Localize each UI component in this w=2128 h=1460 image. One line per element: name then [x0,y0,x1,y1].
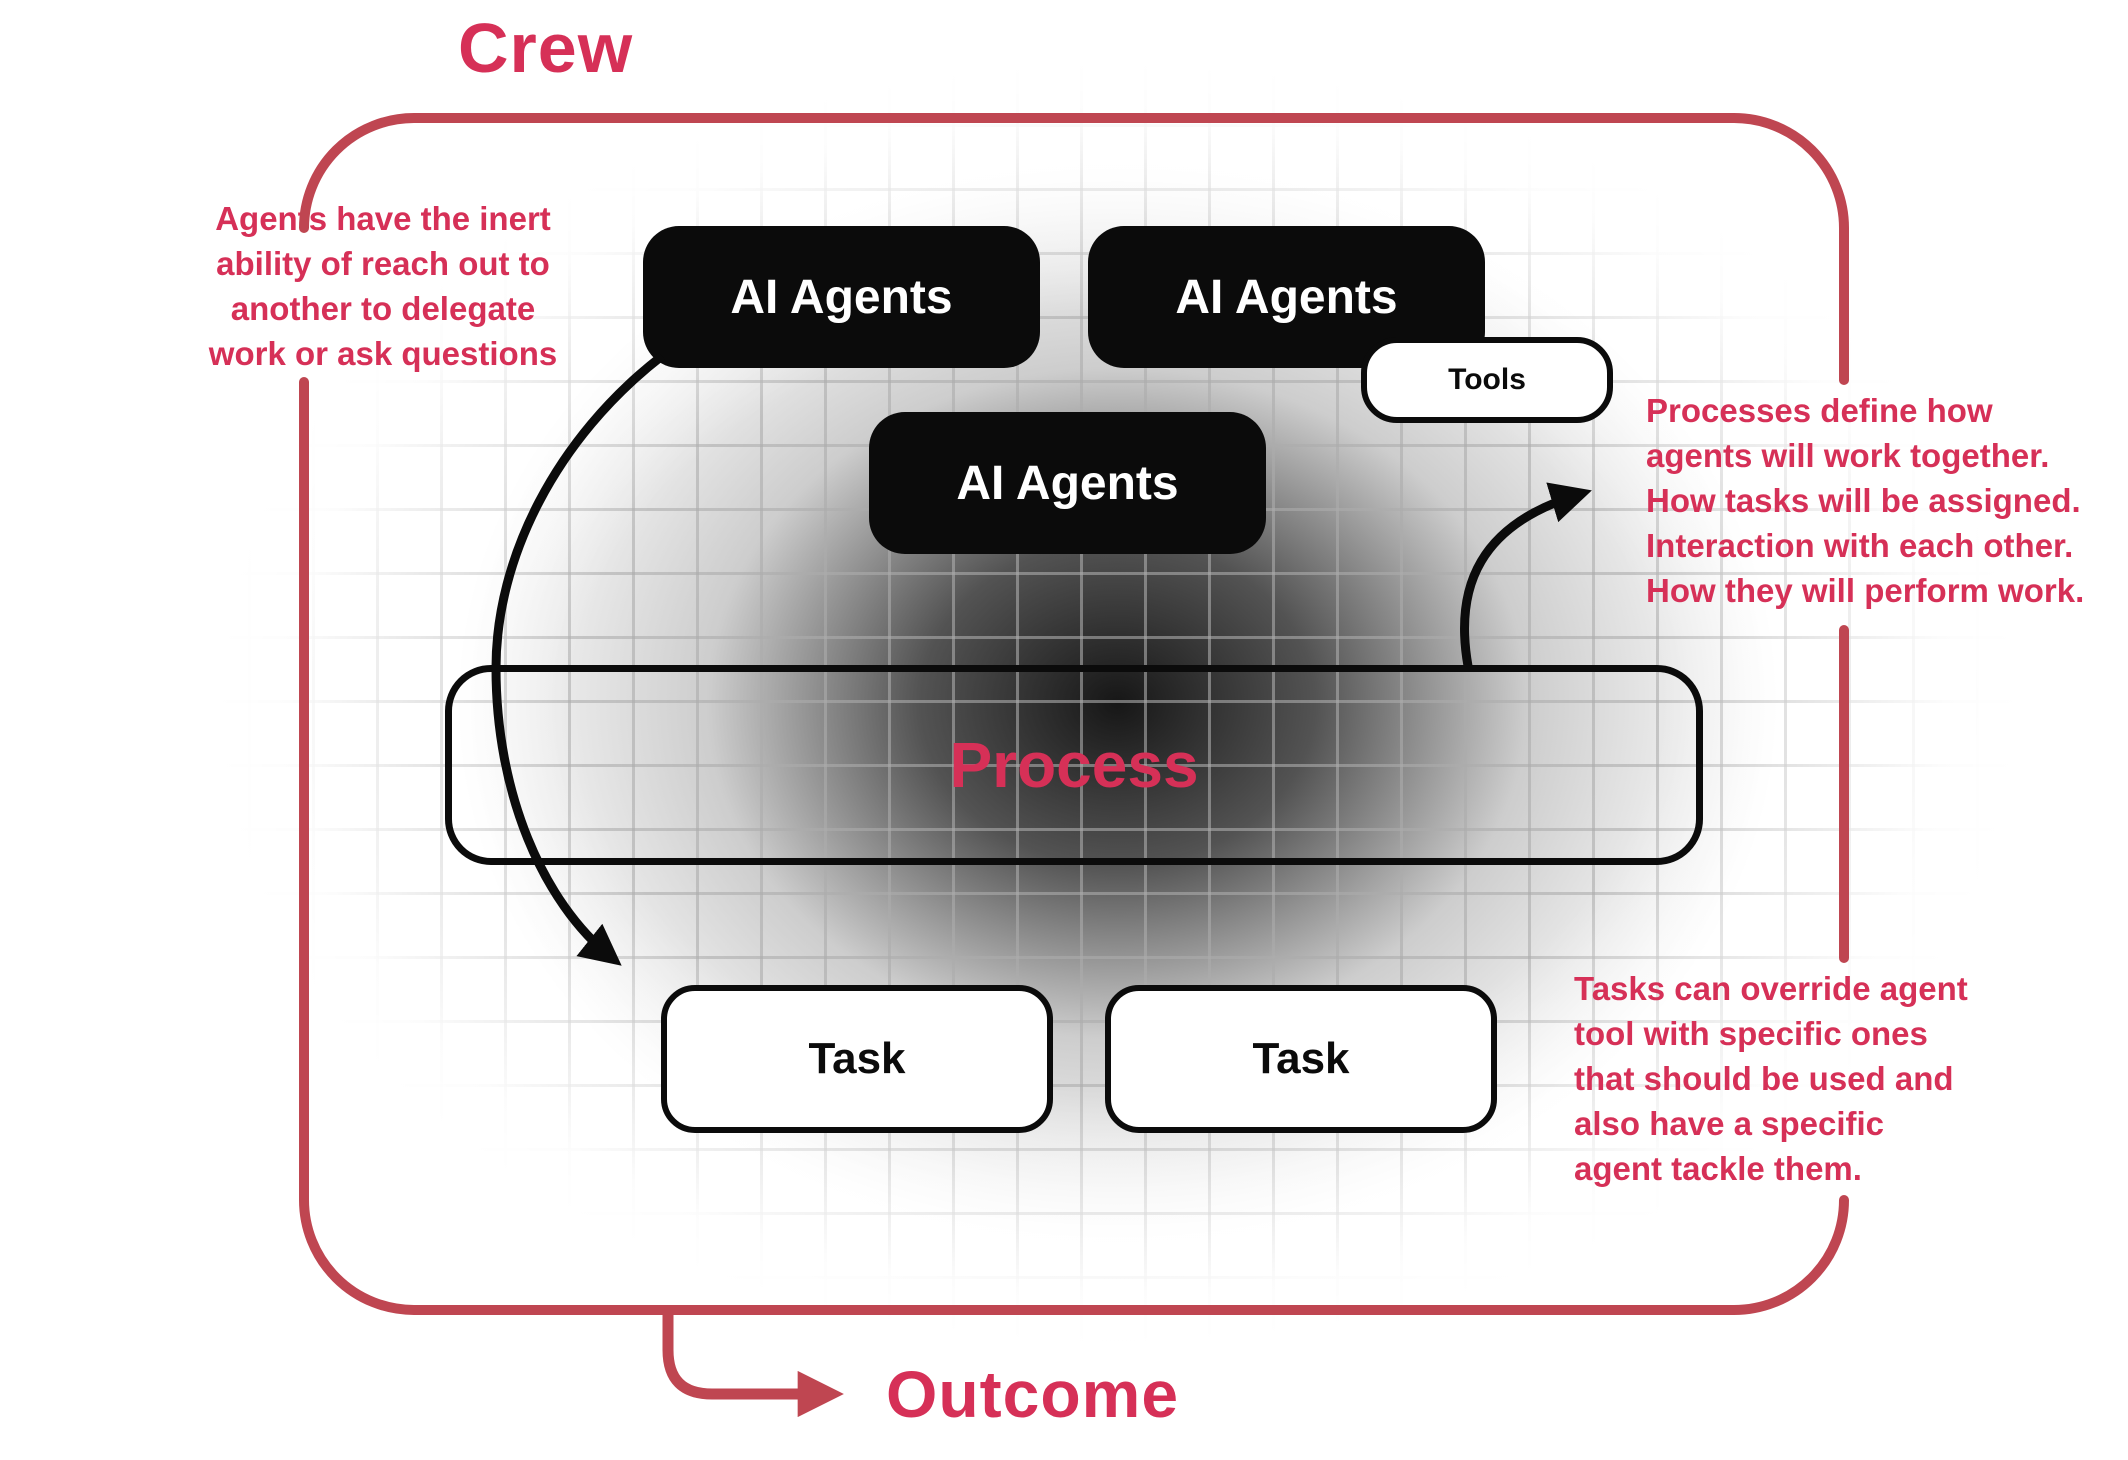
task-node-1: Task [661,985,1053,1133]
ai-agent-label: AI Agents [1175,270,1398,324]
annotation-line: that should be used and [1574,1060,1954,1097]
ai-agent-label: AI Agents [730,270,953,324]
task-label: Task [1252,1034,1350,1083]
annotation-line: agent tackle them. [1574,1150,1862,1187]
annotation-delegation: Agents have the inert ability of reach o… [178,196,588,376]
ai-agent-label: AI Agents [956,456,1179,510]
outcome-title: Outcome [886,1357,1180,1431]
annotation-line: also have a specific [1574,1105,1885,1142]
annotation-line: Interaction with each other. [1646,527,2074,564]
annotation-line: agents will work together. [1646,437,2050,474]
annotation-process: Processes define how agents will work to… [1646,388,2128,613]
ai-agent-node-1: AI Agents [643,226,1040,368]
process-label: Process [949,729,1199,801]
annotation-line: another to delegate [230,290,536,327]
annotation-line: How they will perform work. [1646,572,2085,609]
annotation-tasks: Tasks can override agent tool with speci… [1574,966,2044,1191]
annotation-line: Agents have the inert [215,200,551,237]
annotation-line: work or ask questions [208,335,558,372]
annotation-line: tool with specific ones [1574,1015,1928,1052]
tools-node: Tools [1361,337,1613,423]
annotation-line: Processes define how [1646,392,1993,429]
annotation-line: How tasks will be assigned. [1646,482,2081,519]
task-label: Task [808,1034,906,1083]
ai-agent-node-3: AI Agents [869,412,1266,554]
process-node: Process [445,665,1703,865]
task-node-2: Task [1105,985,1497,1133]
annotation-line: ability of reach out to [216,245,550,282]
annotation-line: Tasks can override agent [1574,970,1968,1007]
tools-label: Tools [1448,363,1526,396]
crew-title: Crew [458,9,634,87]
